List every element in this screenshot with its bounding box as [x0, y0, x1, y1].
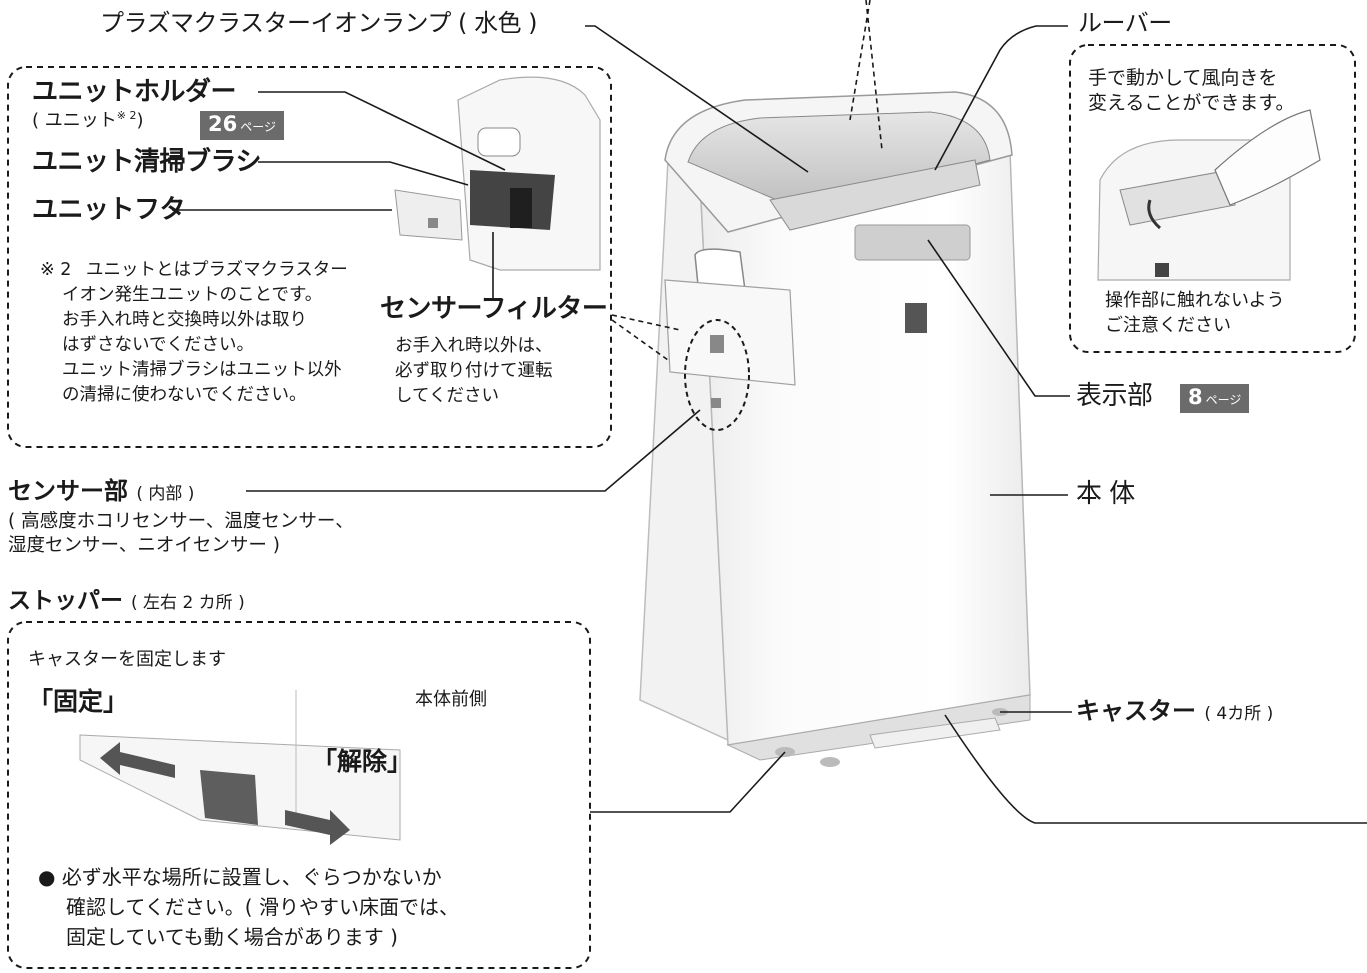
louver-callout-box [1069, 44, 1356, 353]
stopper-label: ストッパー [8, 588, 123, 614]
louver-note-line: ご注意ください [1105, 315, 1231, 336]
unit-holder-sub-mark: ※ 2 [116, 109, 137, 122]
bullet-icon: ● [38, 865, 56, 889]
stopper-warning: ● 必ず水平な場所に設置し、ぐらつかないか 確認してください。( 滑りやすい床面… [38, 862, 459, 952]
sensor-filter-note-line: お手入れ時以外は、 [395, 336, 553, 356]
louver-illustration [1097, 109, 1321, 281]
footnote-line: ユニットとはプラズマクラスター [86, 260, 348, 280]
footnote-line: ユニット清掃ブラシはユニット以外 [62, 360, 342, 380]
stopper-illustration [79, 690, 401, 845]
caster-label: キャスター [1076, 697, 1196, 725]
footnote-mark: ※ 2 [40, 260, 72, 280]
louver-label: ルーバー [1078, 9, 1172, 37]
unit-holder-label: ユニットホルダー [32, 77, 237, 107]
stopper-warning-line: 固定していても動く場合があります ) [66, 925, 398, 949]
unit-holder-page-unit: ページ [240, 120, 276, 134]
louver-note-line: 操作部に触れないよう [1105, 290, 1285, 311]
footnote-line: はずさないでください。 [62, 335, 254, 355]
sensor-part-list-line: 湿度センサー、ニオイセンサー ) [8, 535, 280, 556]
caster-heading: キャスター ( 4カ所 ) [1076, 697, 1274, 726]
louver-note-top: 手で動かして風向きを 変えることができます。 [1088, 66, 1295, 116]
main-body-label: 本 体 [1076, 479, 1135, 509]
stopper-warning-line: 必ず水平な場所に設置し、ぐらつかないか [61, 865, 442, 889]
sensor-part-heading: センサー部 ( 内部 ) [8, 477, 195, 506]
footnote-block: ユニットとはプラズマクラスター イオン発生ユニットのことです。 お手入れ時と交換… [62, 258, 348, 408]
sensor-filter-label: センサーフィルター [380, 294, 608, 324]
display-page-unit: ページ [1205, 393, 1242, 407]
stopper-warning-line: 確認してください。( 滑りやすい床面では、 [66, 895, 459, 919]
sensor-filter-note-line: 必ず取り付けて運転 [395, 361, 553, 381]
unit-cover-label: ユニットフタ [32, 195, 186, 225]
body-front-label: 本体前側 [415, 689, 487, 710]
stopper-sub: ( 左右 2 カ所 ) [131, 593, 245, 613]
footnote-line: イオン発生ユニットのことです。 [62, 285, 323, 305]
unit-holder-sub-text: ( ユニット [32, 110, 117, 131]
unit-holder-sub-close: ) [136, 110, 144, 131]
unit-holder-illustration [394, 76, 601, 271]
purifier-body-illustration [639, 91, 1031, 767]
plasma-lamp-label: プラズマクラスターイオンランプ ( 水色 ) [100, 9, 537, 37]
stopper-callout-box [7, 621, 591, 969]
sensor-part-list: ( 高感度ホコリセンサー、温度センサー、 湿度センサー、ニオイセンサー ) [8, 510, 354, 558]
release-label: 「解除」 [312, 747, 413, 776]
fixed-label: 「固定」 [28, 687, 129, 716]
footnote-line: の清掃に使わないでください。 [62, 385, 307, 405]
footnote-line: お手入れ時と交換時以外は取り [62, 310, 307, 330]
sensor-part-list-line: ( 高感度ホコリセンサー、温度センサー、 [8, 511, 354, 532]
stopper-heading: ストッパー ( 左右 2 カ所 ) [8, 588, 245, 614]
louver-note-line: 変えることができます。 [1088, 92, 1295, 114]
caster-sub: ( 4カ所 ) [1204, 704, 1274, 724]
unit-brush-label: ユニット清掃ブラシ [32, 147, 261, 177]
sensor-filter-note: お手入れ時以外は、 必ず取り付けて運転 してください [395, 334, 553, 409]
display-label: 表示部 [1076, 381, 1153, 411]
stopper-desc: キャスターを固定します [28, 649, 226, 670]
louver-note-line: 手で動かして風向きを [1088, 67, 1278, 89]
sensor-filter-note-line: してください [395, 386, 499, 406]
display-page-num: 8 [1188, 385, 1203, 409]
leader-lines [172, 0, 1367, 824]
louver-note-bottom: 操作部に触れないよう ご注意ください [1105, 288, 1285, 338]
sensor-part-inner: ( 内部 ) [136, 484, 195, 504]
unit-holder-page-num: 26 [208, 112, 238, 136]
unit-holder-sub: ( ユニット※ 2) [32, 109, 144, 132]
sensor-part-label: センサー部 [8, 477, 128, 505]
